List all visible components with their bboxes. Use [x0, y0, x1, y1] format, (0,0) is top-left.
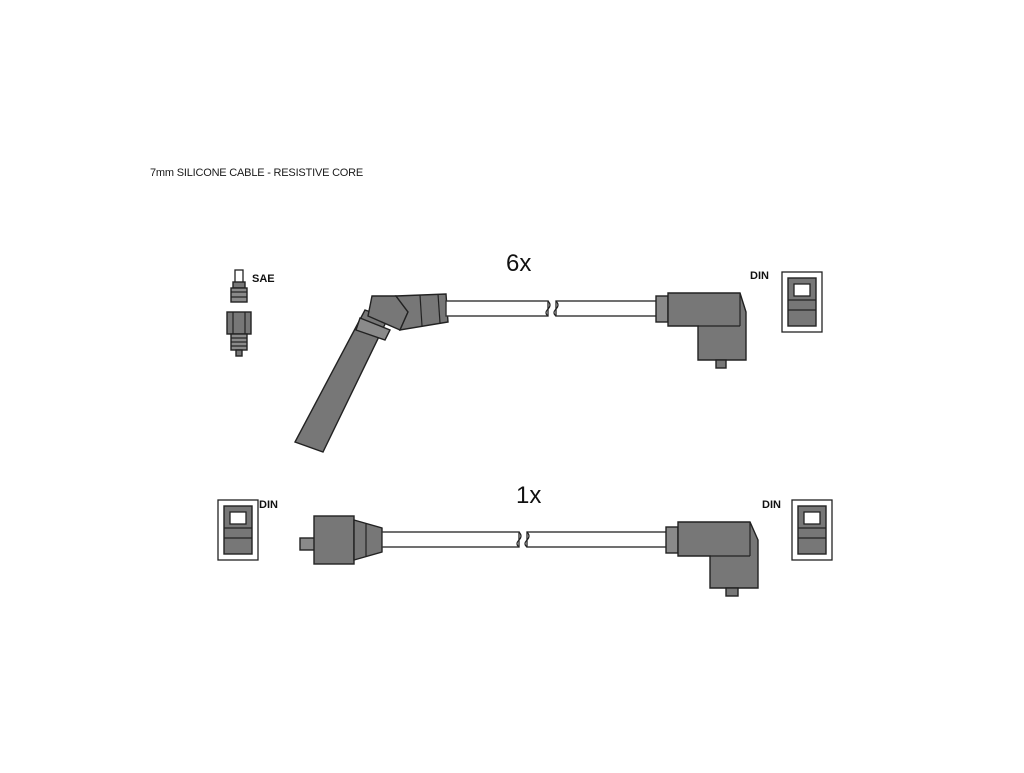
bottom-lead	[299, 515, 759, 597]
top-cable-right	[555, 300, 659, 317]
bottom-straight-boot	[299, 515, 383, 565]
top-cable-left	[445, 300, 549, 317]
top-quantity-label: 6x	[506, 250, 531, 277]
sae-label: SAE	[252, 273, 275, 285]
din-label-bottom-left: DIN	[259, 499, 278, 511]
top-lead	[294, 292, 747, 453]
din-label-bottom-right: DIN	[762, 499, 781, 511]
din-terminal-bottom-left-icon	[217, 499, 259, 561]
spark-plug-icon	[226, 269, 252, 357]
din-terminal-bottom-right-icon	[791, 499, 833, 561]
din-label-top-right: DIN	[750, 270, 769, 282]
bottom-quantity-label: 1x	[516, 482, 541, 509]
bottom-cable-right	[526, 531, 670, 548]
top-plug-boot	[294, 293, 449, 453]
din-terminal-top-right-icon	[781, 271, 823, 333]
bottom-coil-boot	[665, 521, 759, 597]
top-coil-boot	[655, 292, 747, 369]
bottom-cable-left	[381, 531, 520, 548]
diagram-caption: 7mm SILICONE CABLE - RESISTIVE CORE	[150, 167, 364, 179]
